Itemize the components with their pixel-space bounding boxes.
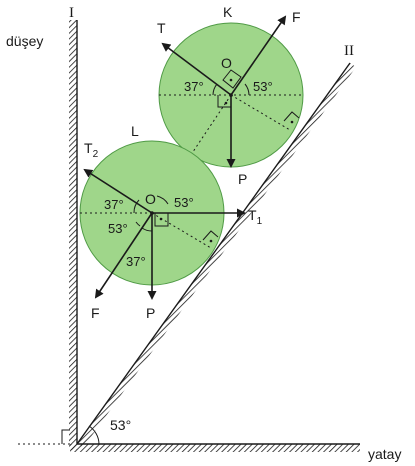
- incline-wall-hatch: [77, 63, 356, 448]
- ball-k-force-t-arrow: [161, 42, 232, 96]
- floor-label: yatay: [368, 446, 401, 462]
- ball-k-center-mark-dot: [229, 78, 233, 82]
- vertical-wall-hatch: [69, 20, 77, 450]
- ball-l-center-mark-dot: [159, 217, 163, 221]
- ball-l-angle-lower: 37°: [126, 254, 146, 269]
- ball-k-force-p-label: P: [238, 171, 247, 187]
- ball-k-force-f-arrow: [230, 15, 287, 96]
- ball-l-name: L: [131, 123, 139, 139]
- ball-l-angle-upper-left: 37°: [104, 197, 124, 212]
- ball-l-force-f-arrow: [94, 212, 153, 299]
- ball-k-angle-arc-right: [244, 83, 250, 96]
- ball-l-force-t2-label: T2: [84, 140, 99, 160]
- ball-k-normal-dotted: [230, 94, 291, 131]
- ball-l-force-p-label: P: [146, 305, 155, 321]
- incline-angle-label: 53°: [110, 417, 131, 433]
- floor-hatch: [70, 444, 360, 452]
- ball-l-angle-arc-lower-left: [135, 221, 141, 227]
- incline-angle-arc: [88, 425, 100, 445]
- ball-k-contact-dot: [290, 120, 294, 124]
- ball-l-right-angle-center: [154, 213, 169, 227]
- ball-l-contact-dot: [209, 239, 213, 243]
- vertical-roman-label: I: [69, 5, 74, 21]
- ball-k-center-label: O: [221, 55, 232, 71]
- corner-right-angle-mark: [61, 429, 70, 444]
- ball-k-right-angle-top: [222, 69, 242, 89]
- ball-l-center-label: O: [145, 191, 156, 207]
- ball-l-angle-upper-right: 53°: [174, 195, 194, 210]
- ball-l-force-f-label: F: [91, 305, 100, 321]
- ball-k-angle-left: 37°: [184, 79, 204, 94]
- ball-k-force-f-label: F: [292, 9, 301, 25]
- ball-k-contact-right-angle: [283, 111, 300, 122]
- ball-l-force-t1-label: T1: [248, 207, 263, 227]
- ball-k-angle-right: 53°: [253, 79, 273, 94]
- ball-l-angle-arc-upper-left: [133, 199, 140, 214]
- ball-k-center-dot-lower: [224, 101, 228, 105]
- ball-k-force-t-label: T: [157, 20, 166, 36]
- ball-l-contact-right-angle: [202, 230, 219, 241]
- ball-l-angle-lower-left: 53°: [108, 221, 128, 236]
- vertical-label: düşey: [6, 33, 43, 49]
- ball-k-name: K: [223, 4, 233, 20]
- incline-wall: [76, 62, 351, 445]
- incline-roman-label: II: [344, 43, 354, 59]
- ball-k-right-angle-bottom: [217, 95, 231, 108]
- ball-l-angle-arc-upper-right: [156, 195, 169, 205]
- ball-l-force-t2-arrow: [83, 168, 153, 214]
